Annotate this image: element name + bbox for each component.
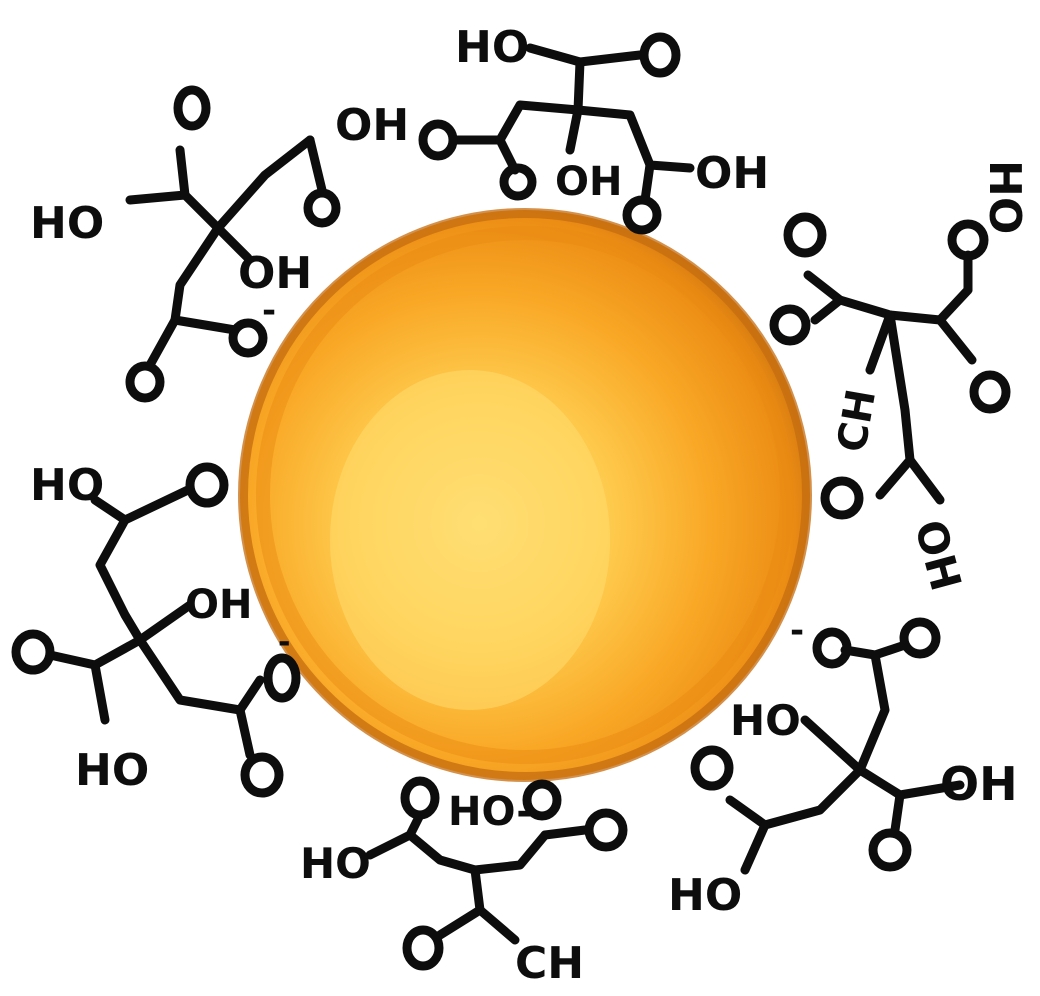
ligand-top-left: HO OH OH - bbox=[30, 85, 409, 403]
ligand-bottom-label-3: CH bbox=[515, 938, 584, 989]
ligand-bottom-right-label-3: HO bbox=[668, 870, 742, 921]
ligand-top-left-label-3: OH bbox=[238, 248, 312, 299]
nanoparticle-inner-rim bbox=[256, 226, 794, 764]
ligand-top-label-2: OH bbox=[555, 159, 622, 205]
ligand-bottom-right-charge: - bbox=[790, 611, 804, 651]
ligand-bottom: HO- HO CH bbox=[300, 776, 628, 989]
ligand-top-label-1: HO bbox=[455, 22, 529, 73]
nanoparticle bbox=[238, 208, 812, 782]
ligand-left-label-3: HO bbox=[75, 745, 149, 796]
ligand-bottom-label-1: HO- bbox=[448, 789, 533, 835]
ligand-left: HO OH HO - bbox=[11, 460, 301, 798]
ligand-bottom-label-2: HO bbox=[300, 839, 371, 888]
nanoparticle-rim bbox=[238, 208, 812, 782]
ligand-top-label-3: OH bbox=[695, 148, 769, 199]
ligand-left-label-2: OH bbox=[185, 582, 252, 628]
ligand-top: HO OH OH bbox=[418, 22, 769, 235]
ligand-top-left-label-2: OH bbox=[335, 100, 409, 151]
ligand-top-left-charge: - bbox=[262, 291, 276, 331]
ligand-right: HO CH OH bbox=[769, 160, 1030, 596]
nanoparticle-highlight bbox=[330, 370, 610, 710]
ligand-left-label-1: HO bbox=[30, 460, 104, 511]
ligand-top-left-label-1: HO bbox=[30, 198, 104, 249]
ligand-right-label-2: CH bbox=[829, 386, 885, 456]
ligand-right-label-3: OH bbox=[905, 515, 971, 596]
ligand-right-label-1: HO bbox=[979, 160, 1030, 234]
ligand-bottom-right-label-1: HO bbox=[730, 696, 801, 745]
ligand-bottom-right: - HO OH HO bbox=[668, 611, 1018, 921]
ligand-bottom-right-label-2: OH bbox=[940, 757, 1018, 811]
ligand-left-charge: - bbox=[278, 625, 290, 660]
